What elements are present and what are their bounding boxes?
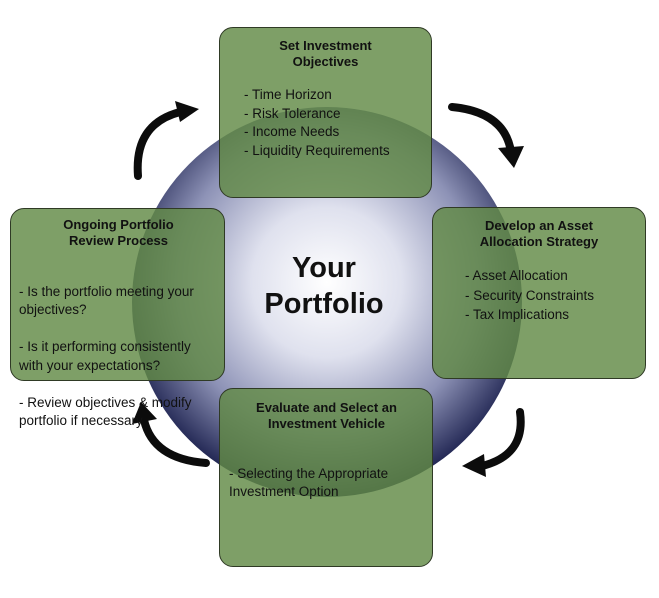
- center-label: Your Portfolio: [224, 250, 424, 322]
- list-item: - Tax Implications: [465, 307, 570, 322]
- step-title: Set Investment Objectives: [279, 38, 372, 69]
- list-item: - Is the portfolio meeting your objectiv…: [19, 283, 194, 318]
- step-items: - Time Horizon - Risk Tolerance - Income…: [244, 86, 421, 160]
- list-item: - Income Needs: [244, 124, 340, 139]
- list-item: - Time Horizon: [244, 87, 332, 102]
- step-investment-vehicle-box: Evaluate and Select an Investment Vehicl…: [219, 388, 433, 567]
- step-items: - Is the portfolio meeting your objectiv…: [19, 264, 218, 449]
- step-title: Evaluate and Select an Investment Vehicl…: [256, 400, 397, 431]
- step-items: - Asset Allocation - Security Constraint…: [465, 266, 635, 325]
- list-item: - Is it performing consistently with you…: [19, 339, 191, 373]
- curved-arrow-bottom-right-icon: [462, 408, 525, 477]
- list-item: - Review objectives & modify portfolio i…: [19, 394, 192, 429]
- list-item: - Liquidity Requirements: [244, 142, 390, 158]
- center-label-line2: Portfolio: [264, 288, 384, 320]
- list-item: - Security Constraints: [465, 287, 595, 303]
- curved-arrow-top-right-icon: [448, 103, 524, 168]
- step-set-objectives-box: Set Investment Objectives - Time Horizon…: [219, 27, 432, 198]
- step-review-process-box: Ongoing Portfolio Review Process - Is th…: [10, 208, 225, 428]
- list-item: - Asset Allocation: [465, 268, 568, 283]
- curved-arrow-bottom-left-icon: [132, 402, 210, 467]
- list-item: - Selecting the Appropriate Investment O…: [229, 466, 389, 499]
- center-label-line1: Your: [292, 252, 356, 284]
- list-item: - Risk Tolerance: [244, 105, 341, 121]
- curved-arrow-top-left-icon: [133, 101, 199, 180]
- step-title: Ongoing Portfolio Review Process: [63, 217, 174, 248]
- step-asset-allocation-box: Develop an Asset Allocation Strategy - A…: [432, 207, 646, 379]
- step-items: - Selecting the Appropriate Investment O…: [229, 447, 424, 519]
- step-title: Develop an Asset Allocation Strategy: [479, 218, 599, 249]
